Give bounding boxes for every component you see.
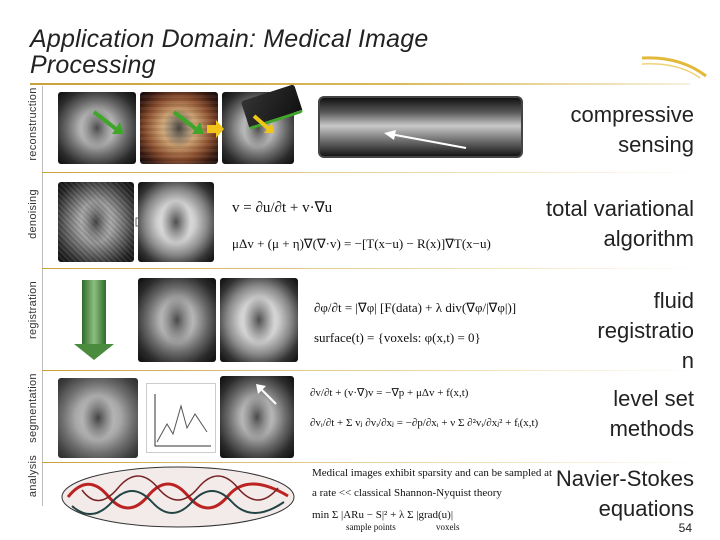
page-number: 54	[678, 521, 692, 535]
segmentation-plot-image	[146, 383, 216, 453]
spine-reconstruction-image	[318, 96, 523, 158]
analysis-text-2: a rate << classical Shannon-Nyquist theo…	[312, 487, 502, 499]
yellow-arrow-icon	[252, 114, 274, 133]
row-text-line: total variational	[546, 196, 694, 221]
row-text-fluid-registration: fluid registratio n	[597, 286, 694, 376]
row-text-line: fluid	[653, 288, 694, 313]
row-text-line: methods	[609, 416, 694, 441]
row-text-line: algorithm	[603, 226, 694, 251]
row-text-line: sensing	[618, 132, 694, 157]
mri-image-denoised	[138, 182, 214, 262]
row-text-line: registratio	[597, 318, 694, 343]
brain-mesh-image	[61, 466, 295, 528]
analysis-subscript-sample-points: sample points	[346, 522, 396, 532]
row-text-line: compressive	[570, 102, 694, 127]
row-separator	[42, 370, 702, 371]
equation-tv-1: v = ∂u/∂t + v·∇u	[232, 200, 333, 216]
sidebar-label-registration: registration	[27, 281, 39, 340]
equation-ns-1: ∂v/∂t + (v·∇)v = −∇p + μΔv + f(x,t)	[310, 387, 469, 399]
green-arrow-icon	[172, 110, 204, 134]
mri-image-registration-source	[138, 278, 216, 362]
row-separator	[42, 268, 702, 269]
analysis-text-1: Medical images exhibit sparsity and can …	[312, 467, 553, 479]
mri-image-level-set	[220, 376, 294, 458]
row-text-line: level set	[613, 386, 694, 411]
equation-ns-2: ∂vᵢ/∂t + Σ vⱼ ∂vᵢ/∂xⱼ = −∂p/∂xᵢ + ν Σ ∂²…	[310, 417, 539, 429]
sidebar-label-analysis: analysis	[27, 454, 39, 498]
equation-analysis-min: min Σ |ARu − S|² + λ Σ |grad(u)|	[312, 509, 454, 521]
mri-image-segmentation	[58, 378, 138, 458]
row-text-total-variational: total variational algorithm	[546, 194, 694, 254]
white-pointer-arrow-icon	[256, 384, 277, 405]
sidebar-divider	[42, 86, 43, 506]
row-separator	[42, 462, 702, 463]
mri-image-reconstruction-colored	[140, 92, 218, 164]
equation-fluid-2: surface(t) = {voxels: φ(x,t) = 0}	[314, 330, 481, 345]
pointer-arrow-icon	[384, 130, 467, 149]
row-text-line: equations	[598, 496, 694, 521]
row-text-level-set: level set methods	[610, 384, 694, 444]
mri-image-registration-target	[220, 278, 298, 362]
sidebar-label-denoising: denoising	[27, 189, 39, 239]
equation-tv-2: μΔv + (μ + η)∇(∇·v) = −[T(x−u) − R(x)]∇T…	[232, 236, 491, 251]
registration-arrow-bar	[82, 280, 106, 344]
plot-curve-icon	[154, 394, 211, 447]
analysis-subscript-voxels: voxels	[436, 522, 460, 532]
row-text-line: Navier-Stokes	[555, 466, 694, 491]
row-text-line: n	[681, 348, 694, 373]
mri-image-noisy	[58, 182, 134, 262]
equation-fluid-1: ∂φ/∂t = |∇φ| [F(data) + λ div(∇φ/|∇φ|)]	[314, 300, 517, 315]
title-underline	[30, 83, 690, 85]
row-text-navier-stokes: Navier-Stokes equations	[556, 464, 694, 524]
swoosh-decoration-icon	[641, 56, 707, 79]
row-text-compressive-sensing: compressive sensing	[571, 100, 694, 160]
registration-arrow-head-icon	[74, 344, 114, 360]
slide-title: Application Domain: Medical Image Proces…	[30, 25, 429, 79]
green-arrow-icon	[92, 110, 124, 134]
mri-image-reconstruction-input	[58, 92, 136, 164]
yellow-arrow-icon	[207, 120, 224, 138]
row-separator	[42, 172, 702, 173]
